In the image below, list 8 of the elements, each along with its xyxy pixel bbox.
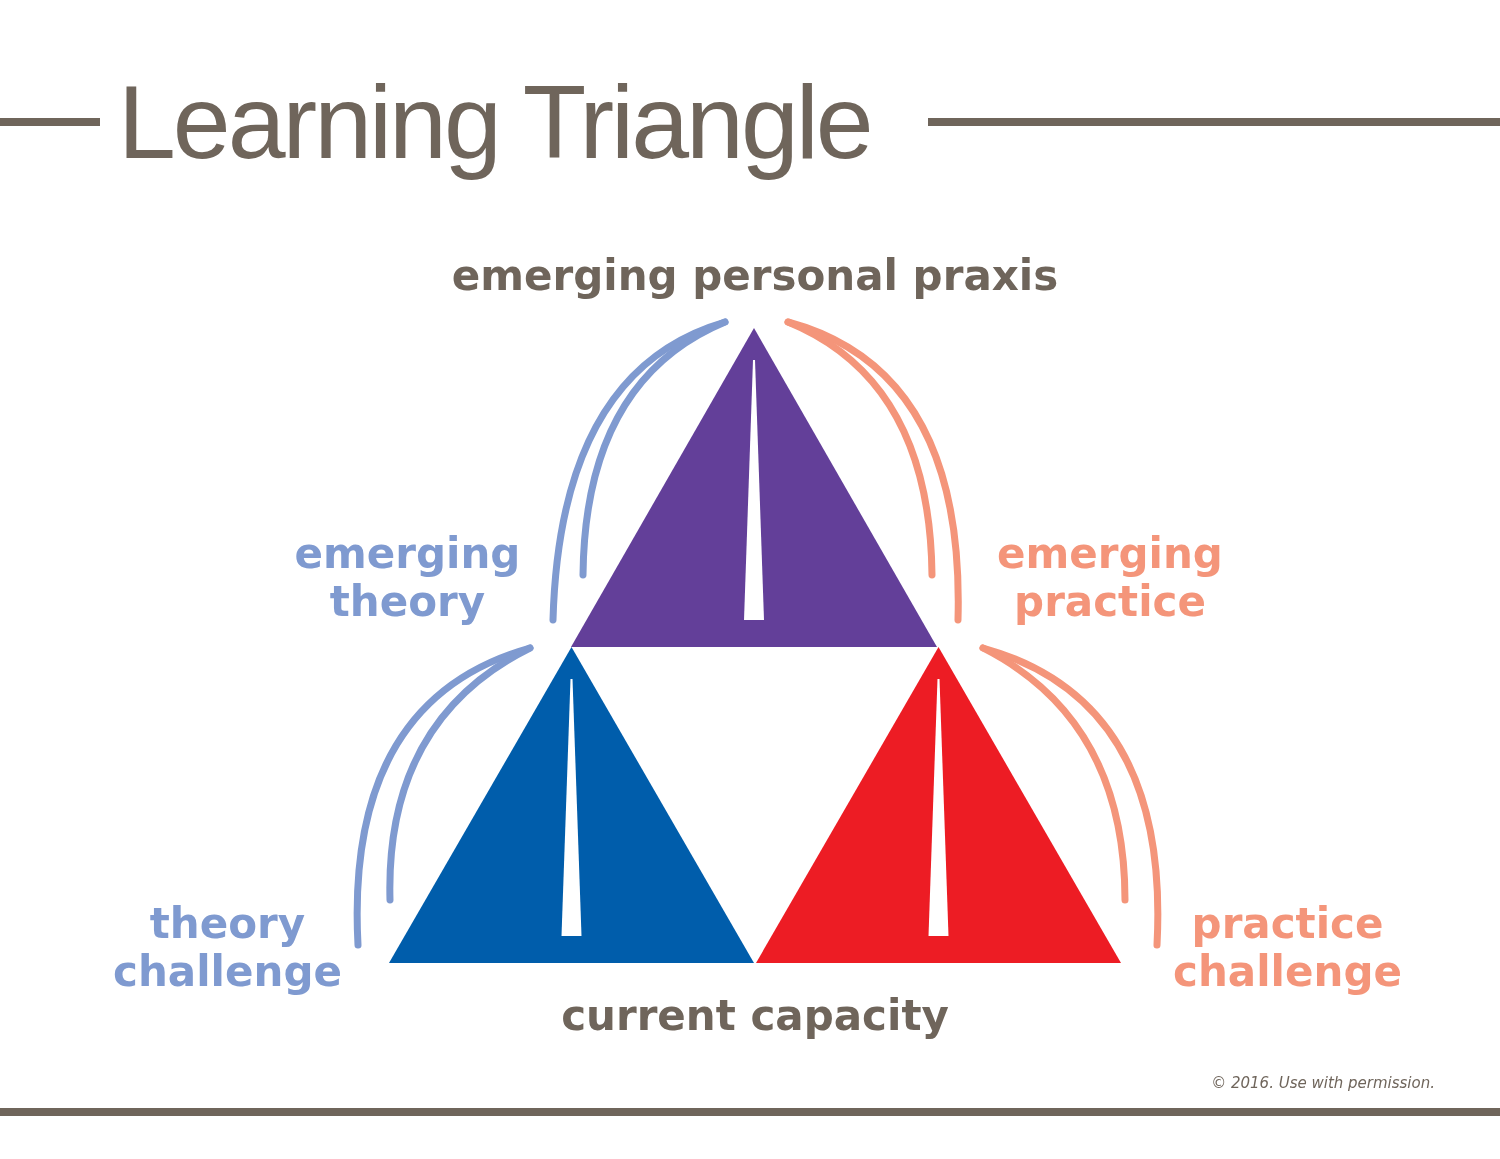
text-label: current capacity: [560, 992, 950, 1041]
copyright-note: © 2016. Use with permission.: [1210, 1075, 1435, 1093]
text-label: emerging practice: [996, 530, 1224, 627]
text-label: emerging personal praxis: [450, 252, 1060, 301]
text-label: theory challenge: [112, 900, 343, 997]
title: Learning Triangle: [118, 63, 871, 182]
text-label: practice challenge: [1172, 900, 1403, 997]
text-label: emerging theory: [293, 530, 522, 627]
